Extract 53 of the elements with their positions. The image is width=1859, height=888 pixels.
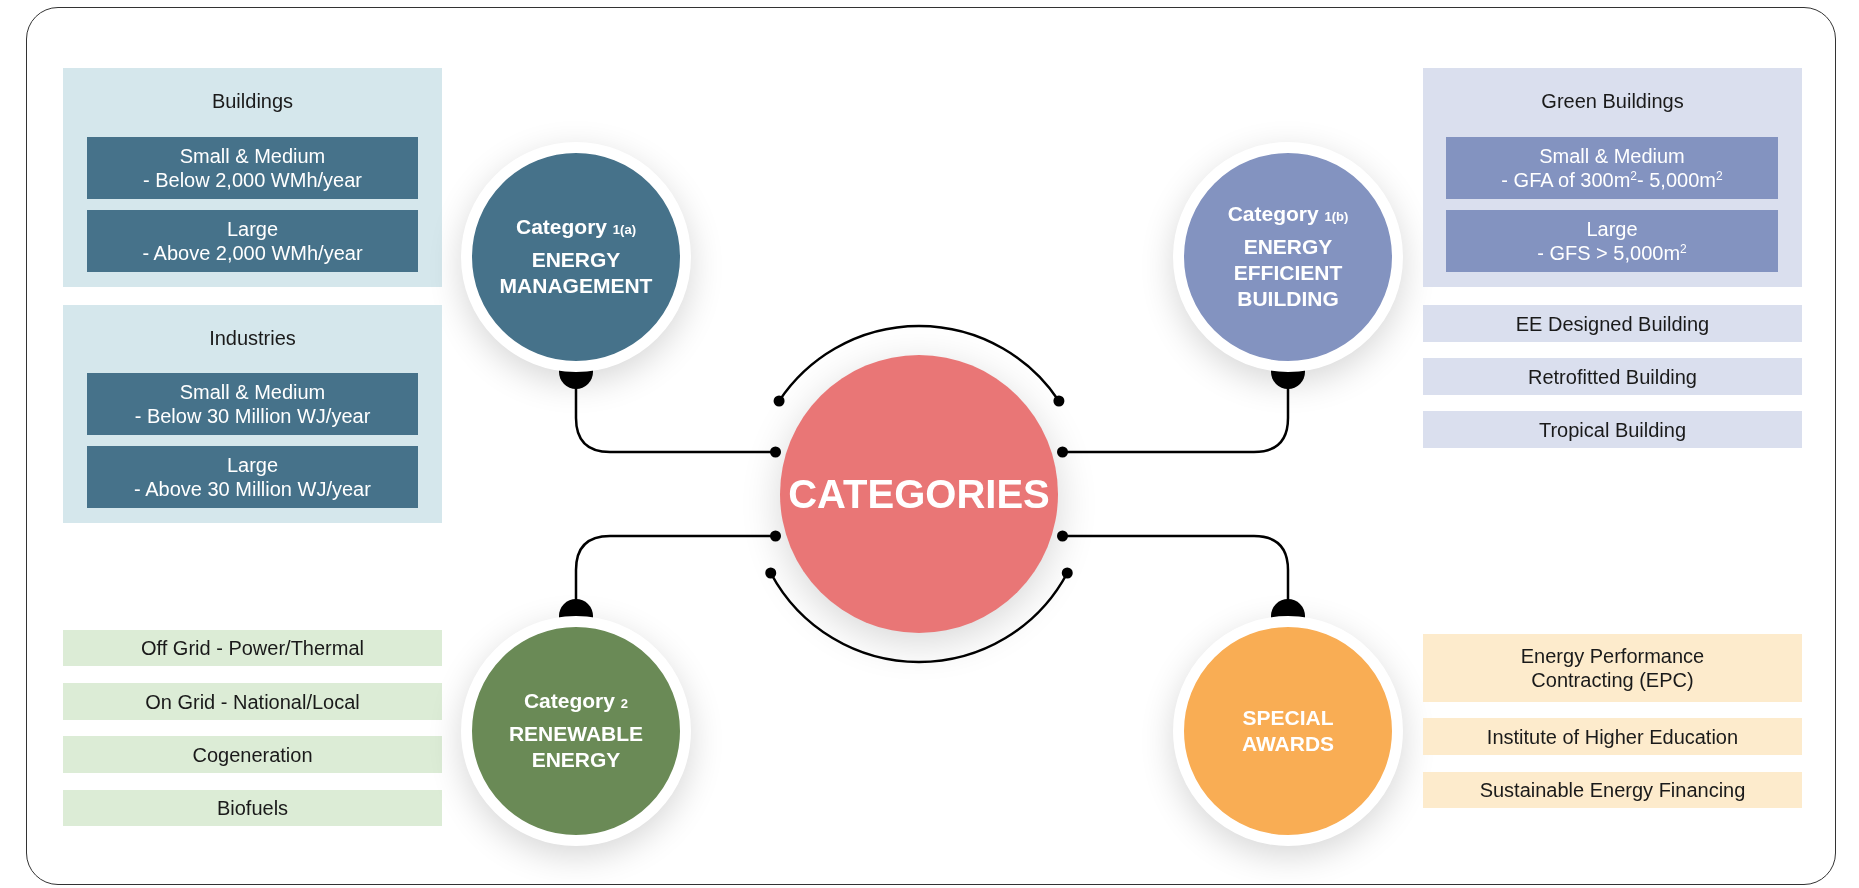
category-box — [1423, 358, 1802, 395]
box-heading: Large — [226, 453, 279, 477]
subcategory-box — [87, 137, 418, 199]
box-heading: Small & Medium — [1539, 144, 1685, 168]
category-panel — [63, 68, 442, 287]
subcategory-box — [87, 446, 418, 508]
box-heading: Small & Medium — [179, 380, 326, 404]
subcategory-box — [1446, 137, 1778, 199]
category-box — [1423, 718, 1802, 755]
category-box — [1423, 305, 1802, 342]
category-box — [1423, 411, 1802, 448]
box-text: Biofuels — [216, 796, 289, 820]
category-box — [63, 683, 442, 720]
circle-title: ENERGY EFFICIENT BUILDING — [1232, 233, 1344, 313]
box-text: - Above 2,000 WMh/year — [142, 241, 363, 265]
subcategory-box — [1446, 210, 1778, 272]
category-panel — [63, 305, 442, 523]
category-box — [63, 736, 442, 773]
hub-title: CATEGORIES — [788, 471, 1050, 517]
connector — [559, 530, 781, 618]
category-box — [1423, 634, 1802, 702]
circle-title: ENERGY MANAGEMENT — [498, 246, 654, 299]
category-panel — [1423, 68, 1802, 287]
category-box — [63, 630, 442, 666]
box-text: - GFA of 300m$^{2}$- 5,000m$^{2}$ — [1501, 168, 1723, 192]
connector — [559, 370, 781, 458]
box-text: - Above 30 Million WJ/year — [134, 477, 371, 501]
box-text: Sustainable Energy Financing — [1479, 778, 1746, 802]
box-text: EE Designed Building — [1515, 311, 1710, 336]
box-text: Energy Performance Contracting (EPC) — [1519, 644, 1706, 692]
panel-heading: Buildings — [210, 90, 295, 113]
box-text: - Below 30 Million WJ/year — [134, 404, 371, 428]
box-text: Cogeneration — [192, 742, 313, 767]
box-text: Tropical Building — [1538, 417, 1687, 442]
box-text: Institute of Higher Education — [1486, 724, 1739, 749]
box-text: Off Grid - Power/Thermal — [141, 636, 364, 660]
subcategory-box — [87, 210, 418, 272]
box-heading: Small & Medium — [179, 144, 326, 168]
connector — [1057, 530, 1305, 618]
circle-title: SPECIAL AWARDS — [1240, 704, 1336, 757]
category-box — [1423, 772, 1802, 808]
box-text: Retrofitted Building — [1528, 364, 1697, 389]
category-box — [63, 790, 442, 826]
connector — [1057, 370, 1305, 458]
box-text: - GFS > 5,000m$^{2}$ — [1537, 241, 1687, 265]
circle-title: RENEWABLE ENERGY — [507, 720, 645, 773]
box-heading: Large — [226, 217, 279, 241]
box-text: On Grid - National/Local — [145, 689, 360, 714]
panel-heading: Green Buildings — [1540, 90, 1685, 113]
subcategory-box — [87, 373, 418, 435]
box-heading: Large — [1586, 217, 1638, 241]
box-text: - Below 2,000 WMh/year — [143, 168, 362, 192]
panel-heading: Industries — [208, 327, 297, 350]
